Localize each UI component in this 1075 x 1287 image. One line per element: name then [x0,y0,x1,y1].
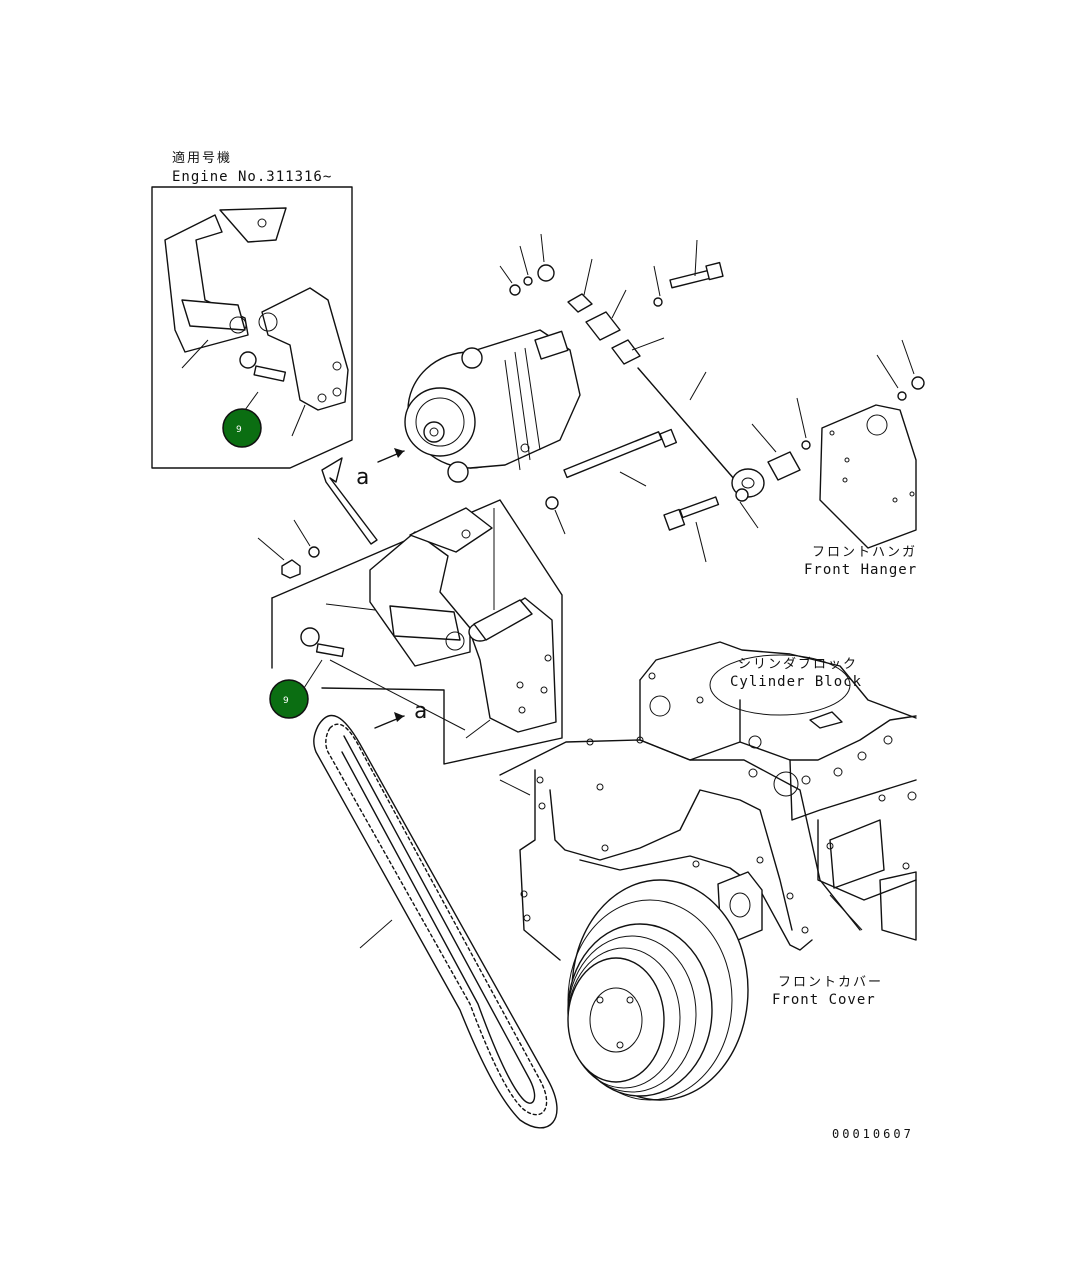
view-a-upper: a [356,448,405,490]
crank-pulley: フロントカバー Front Cover [567,879,883,1101]
alternator [404,329,581,483]
hardware-upper-right [499,233,724,365]
main-bracket-frame [271,499,563,765]
front-cover [499,736,863,961]
inset-bolt-shaft [253,365,287,382]
svg-text:a: a [356,465,370,490]
svg-text:a: a [414,699,428,724]
view-a-lower: a [374,699,428,729]
front-hanger-label: Front Hanger [804,562,917,578]
adjusting-rod [637,367,811,529]
inset-engine-number: Engine No.311316~ [172,169,332,185]
main-bracket-group [271,499,563,765]
inset-bolt-head [239,351,257,369]
front-cover-label: Front Cover [772,992,876,1008]
long-bolt [545,428,720,563]
inset-callout-label: 9 [236,425,242,435]
drawing-code: 00010607 [832,1127,914,1141]
v-belt [313,714,558,1129]
front-hanger: フロントハンガ Front Hanger [804,339,925,578]
inset-mount [261,287,349,411]
main-callout-label: 9 [283,696,289,706]
main-callout-marker[interactable]: 9 [269,679,309,719]
hardware-left [257,519,320,579]
cylinder-block-label: Cylinder Block [730,674,862,690]
inset-applicability-label: 適用号機 [172,150,232,166]
inset-panel: 適用号機 Engine No.311316~ [151,150,353,469]
front-cover-label-jp: フロントカバー [778,975,883,990]
inset-frame [151,186,353,469]
cylinder-block: シリンダブロック Cylinder Block [639,641,917,941]
front-hanger-label-jp: フロントハンガ [812,545,917,560]
inset-callout-marker[interactable]: 9 [222,408,262,448]
cylinder-block-label-jp: シリンダブロック [738,656,858,672]
view-arrow-to-inset [321,457,378,545]
inset-bracket [164,214,249,353]
